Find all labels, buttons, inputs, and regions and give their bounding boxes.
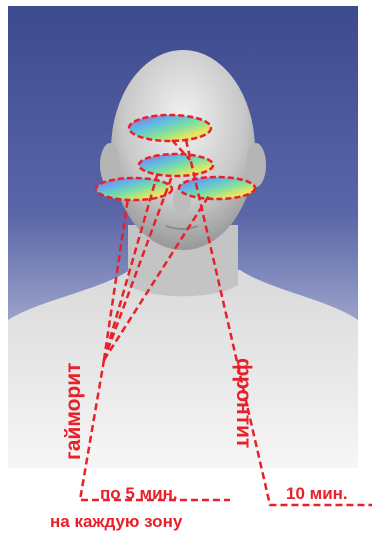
frontitis-label: фронтит — [231, 358, 255, 448]
per-zone-label: на каждую зону — [50, 512, 182, 532]
five-minutes-label: по 5 мин. — [100, 484, 178, 504]
right-cheek-zone — [179, 177, 255, 199]
torso — [8, 270, 358, 468]
nose-bridge-zone — [139, 154, 213, 176]
forehead-zone — [129, 115, 211, 141]
ten-minutes-label: 10 мин. — [286, 484, 348, 504]
head — [111, 50, 255, 250]
sinusitis-label: гайморит — [62, 363, 86, 460]
left-cheek-zone — [96, 178, 172, 200]
right-ear — [246, 143, 266, 187]
